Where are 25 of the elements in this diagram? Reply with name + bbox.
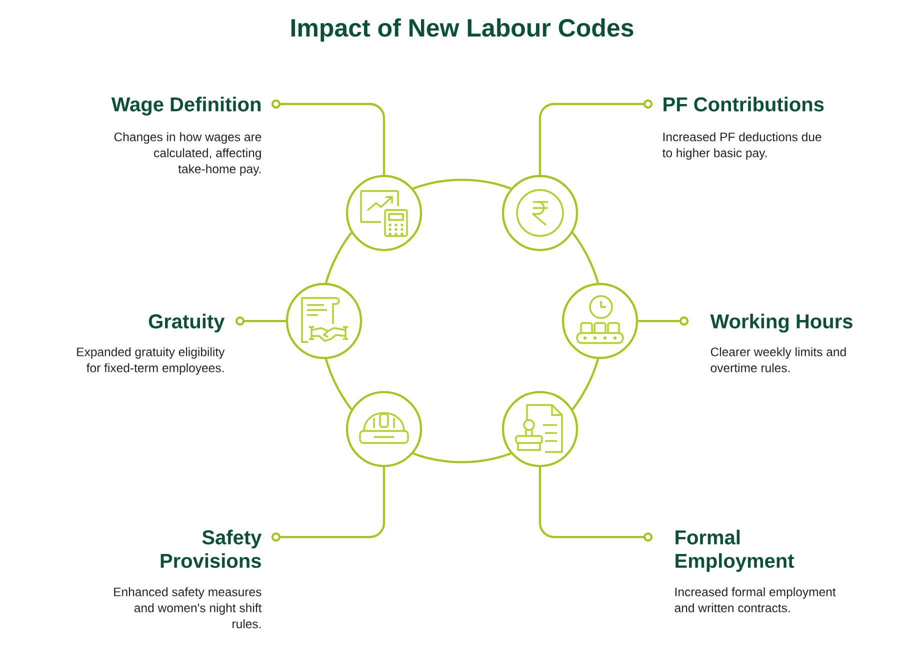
ring-arc (572, 232, 600, 284)
connector-line (638, 316, 689, 326)
description: Clearer weekly limits and overtime rules. (710, 347, 846, 372)
heading: Working Hours (710, 314, 852, 332)
description: Expanded gratuity eligibility for fixed-term employees. (77, 347, 225, 375)
connector-line (271, 467, 386, 542)
description: Increased formal employment and written contracts. (674, 587, 836, 612)
connector-line (271, 99, 386, 175)
ring-arc (412, 178, 512, 190)
ring-arc (324, 232, 352, 284)
title: Impact of New Labour Codes (291, 18, 634, 42)
description: Enhanced safety measures and women's night shift rules. (114, 587, 262, 628)
heading: Formal Employment (676, 530, 794, 572)
connector-line (538, 99, 653, 175)
description: Changes in how wages are calculated, affecting take-home pay. (114, 132, 262, 176)
heading: PF Contributions (664, 96, 824, 112)
ring-arc (412, 452, 512, 464)
heading: Safety Provisions (160, 530, 262, 568)
heading: Wage Definition (111, 96, 260, 116)
ring-arc (324, 358, 352, 410)
heading: Gratuity (148, 314, 225, 332)
connector-line (538, 467, 653, 542)
ring-arc (572, 358, 600, 410)
description: Increased PF deductions due to higher basic pay. (662, 132, 822, 160)
connector-line (235, 316, 286, 326)
